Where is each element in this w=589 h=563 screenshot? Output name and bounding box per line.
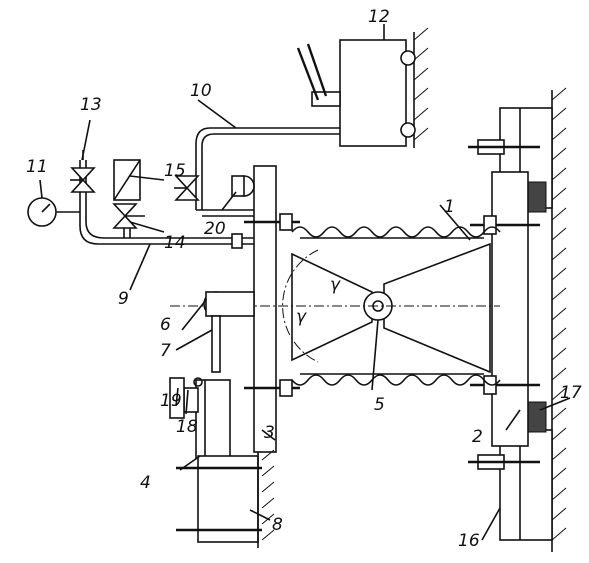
- rod-7: [211, 315, 221, 373]
- gauge-20: [231, 175, 255, 197]
- pump-12: [296, 27, 429, 148]
- label-17: 17: [560, 383, 582, 403]
- pipe-10: [195, 127, 340, 217]
- angle-label-left: γ: [296, 307, 307, 327]
- valve-14: [112, 203, 145, 229]
- label-15: 15: [164, 161, 186, 181]
- label-8: 8: [272, 515, 283, 535]
- label-2: 2: [472, 427, 483, 447]
- leader-lines: [39, 24, 571, 541]
- label-1: 1: [444, 197, 455, 217]
- hinge-frame-5: [282, 242, 491, 374]
- label-7: 7: [160, 341, 171, 361]
- shim-17: [527, 181, 547, 433]
- label-11: 11: [26, 157, 48, 177]
- label-14: 14: [164, 233, 186, 253]
- label-16: 16: [458, 531, 480, 551]
- foundation-right: [551, 87, 567, 552]
- support-block-16: [468, 107, 553, 541]
- label-6: 6: [160, 315, 171, 335]
- label-5: 5: [374, 395, 385, 415]
- label-19: 19: [160, 391, 182, 411]
- label-20: 20: [204, 219, 226, 239]
- actuator-8: [176, 449, 275, 548]
- label-12: 12: [368, 7, 390, 27]
- gauge-11: [27, 197, 80, 227]
- connecting-rod-4: [195, 379, 231, 459]
- label-13: 13: [80, 95, 102, 115]
- label-18: 18: [176, 417, 198, 437]
- solenoid-15: [113, 159, 141, 201]
- valve-13: [70, 150, 96, 193]
- label-10: 10: [190, 81, 212, 101]
- base-plate-2: [470, 171, 540, 447]
- label-9: 9: [118, 289, 129, 309]
- label-4: 4: [140, 473, 151, 493]
- crank-6: [203, 291, 255, 317]
- bellows-1: [291, 226, 501, 386]
- angle-label-right: γ: [330, 275, 341, 295]
- valve-20: [174, 175, 200, 201]
- label-3: 3: [264, 423, 275, 443]
